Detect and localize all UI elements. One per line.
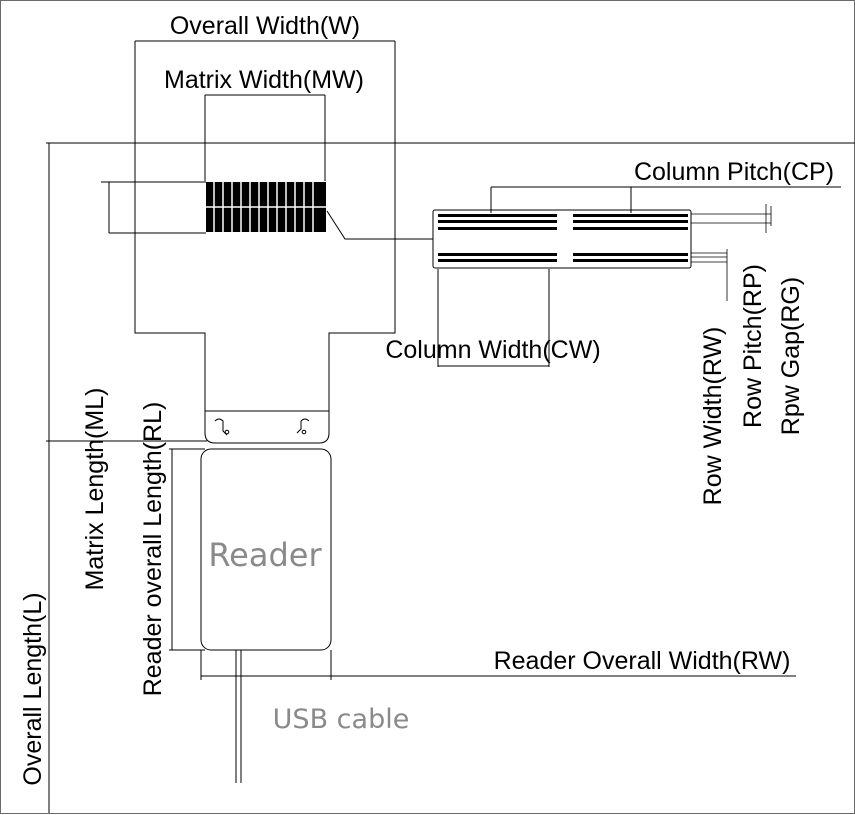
reader-label: Reader bbox=[208, 536, 322, 574]
usb-cable-label: USB cable bbox=[273, 704, 410, 735]
row-width-label: Row Width(RW) bbox=[699, 327, 727, 506]
column-width-label: Column Width(CW) bbox=[385, 336, 600, 364]
overall-width-label: Overall Width(W) bbox=[170, 12, 360, 40]
overall-length-label: Overall Length(L) bbox=[19, 592, 47, 785]
sensor-matrix bbox=[206, 182, 326, 232]
matrix-width-label: Matrix Width(MW) bbox=[164, 66, 364, 94]
column-pitch-label: Column Pitch(CP) bbox=[634, 158, 834, 186]
row-gap-label: Rpw Gap(RG) bbox=[777, 277, 805, 435]
reader-body bbox=[200, 448, 332, 651]
matrix-length-label: Matrix Length(ML) bbox=[81, 388, 109, 591]
reader-overall-length-label: Reader overall Length(RL) bbox=[139, 402, 167, 697]
reader-overall-width-label: Reader Overall Width(RW) bbox=[494, 647, 791, 675]
sensor-outline bbox=[134, 41, 396, 412]
detail-leader-line bbox=[326, 210, 433, 240]
connector-clip bbox=[204, 411, 330, 444]
electrode-detail bbox=[432, 209, 692, 269]
row-dimension-extensions bbox=[691, 204, 772, 301]
row-pitch-label: Row Pitch(RP) bbox=[739, 264, 767, 428]
